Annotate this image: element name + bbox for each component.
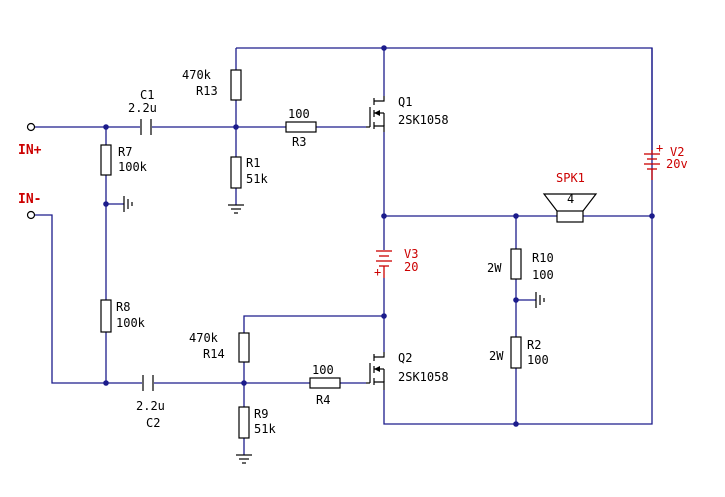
junction [513,297,519,303]
junction [381,313,387,319]
r14-name: R14 [203,347,225,361]
junction [103,124,109,130]
resistor-r8[interactable] [100,299,112,333]
r2-power: 2W [489,349,504,363]
spk1-name: SPK1 [556,171,585,185]
capacitor-c2[interactable] [142,375,154,391]
capacitor-c1[interactable] [140,119,152,135]
labels: 470k R13 C1 2.2u 100 R3 Q1 2SK1058 R1 51… [116,68,688,436]
resistor-r7[interactable] [100,144,112,176]
in-plus-label: IN+ [18,143,42,158]
resistor-r10[interactable] [510,248,522,280]
junction [649,213,655,219]
r4-name: R4 [316,393,330,407]
v2-value: 20v [666,157,688,171]
r4-value: 100 [312,363,334,377]
in-minus-label: IN- [18,192,41,207]
mosfet-q1[interactable] [366,96,385,132]
in-plus-terminal[interactable] [26,122,36,132]
wire-in-minus [35,214,142,384]
spk1-value: 4 [567,192,574,206]
resistor-r9[interactable] [238,406,250,439]
junction [103,201,109,207]
r8-value: 100k [116,316,146,330]
battery-v2[interactable] [644,150,660,180]
v3-value: 20 [404,260,418,274]
resistor-r13[interactable] [230,69,242,101]
r14-value: 470k [189,331,219,345]
r13-value: 470k [182,68,212,82]
mosfet-q2[interactable] [366,352,385,390]
r1-value: 51k [246,172,268,186]
r1-name: R1 [246,156,260,170]
ground-mid-left [123,196,133,212]
junction [381,45,387,51]
r10-power: 2W [487,261,502,275]
r9-value: 51k [254,422,276,436]
junction [381,213,387,219]
ground-r9 [236,454,252,464]
r13-name: R13 [196,84,218,98]
c2-value: 2.2u [136,399,165,413]
r10-value: 100 [532,268,554,282]
r10-name: R10 [532,251,554,265]
v2-plus-sign: + [656,141,663,155]
v2-name: V2 [670,145,684,159]
wire-q2-source [383,216,653,425]
junction [513,213,519,219]
resistor-r2[interactable] [510,336,522,369]
speaker-spk1[interactable] [542,193,598,223]
resistor-r1[interactable] [230,156,242,189]
junction [513,421,519,427]
c1-name: C1 [140,88,154,102]
c1-value: 2.2u [128,101,157,115]
r8-name: R8 [116,300,130,314]
junctions [103,45,655,427]
q2-part: 2SK1058 [398,370,449,384]
resistor-r3[interactable] [285,121,317,133]
r3-name: R3 [292,135,306,149]
capacitors [140,119,154,391]
resistor-r4[interactable] [309,377,341,389]
v3-name: V3 [404,247,418,261]
r7-name: R7 [118,145,132,159]
junction [233,124,239,130]
junction [103,380,109,386]
resistors [100,69,522,439]
r2-value: 100 [527,353,549,367]
q1-name: Q1 [398,95,412,109]
input-terminals: IN+ IN- [18,122,42,220]
r2-name: R2 [527,338,541,352]
wire-r14-loop [243,315,384,333]
resistor-r14[interactable] [238,332,250,363]
r3-value: 100 [288,107,310,121]
c2-name: C2 [146,416,160,430]
ground-r10 [535,292,545,308]
wires [35,47,653,455]
ground-r1 [228,204,244,214]
q1-part: 2SK1058 [398,113,449,127]
v3-plus-sign: + [374,265,381,279]
r9-name: R9 [254,407,268,421]
in-minus-terminal[interactable] [26,210,36,220]
q2-name: Q2 [398,351,412,365]
junction [241,380,247,386]
battery-v3[interactable] [376,250,392,278]
r7-value: 100k [118,160,148,174]
